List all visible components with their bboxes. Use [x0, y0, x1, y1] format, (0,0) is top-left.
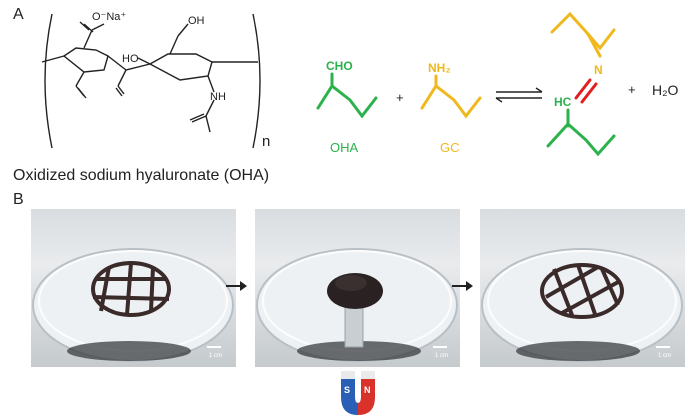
repeat-n: n: [262, 133, 270, 150]
imine-bond-line-1: [574, 78, 592, 100]
reaction-scheme: CHO OHA + NH₂ GC N HC + H₂O: [316, 11, 679, 157]
product-oha-chain: [546, 121, 616, 157]
photo-recovered: 1 cm: [480, 209, 685, 367]
magnet-south-pole: [341, 371, 358, 415]
magnet-north-label: N: [364, 385, 371, 395]
plus-sign-2: +: [628, 82, 636, 97]
arrow-right-1: [226, 281, 247, 291]
oha-label: OHA: [330, 140, 359, 155]
recovered-mesh: [540, 263, 624, 319]
magnet-north-pole: [358, 371, 375, 415]
oha-caption: Oxidized sodium hyaluronate (OHA): [13, 167, 270, 184]
water-label: H₂O: [652, 82, 679, 98]
printed-mesh: [91, 261, 171, 317]
plus-sign-1: +: [396, 90, 404, 105]
magnet-icon: S N: [341, 371, 375, 415]
gc-nh2-group: NH₂: [428, 61, 451, 75]
product-hc-label: HC: [554, 95, 572, 109]
scale-bar-text-1: 1 cm: [209, 353, 222, 359]
gc-chain: [420, 83, 482, 119]
product-gc-chain: [550, 11, 616, 51]
nh-label: NH: [210, 91, 226, 103]
equilibrium-arrows: [495, 87, 543, 103]
imine-bond-line-2: [580, 82, 598, 104]
counterion-label: O⁻Na⁺: [92, 11, 126, 23]
oha-cho-group: CHO: [326, 59, 353, 73]
photo-mesh: 1 cm: [31, 209, 236, 367]
panel-b-label: B: [13, 191, 24, 208]
right-bracket: [252, 13, 261, 149]
left-bracket: [44, 13, 53, 149]
magnet-south-label: S: [344, 385, 350, 395]
product-n-label: N: [594, 63, 603, 77]
arrow-right-2: [452, 281, 473, 291]
panel-a-label: A: [13, 6, 24, 23]
oha-chain: [316, 83, 378, 119]
scale-bar-text-2: 1 cm: [435, 353, 448, 359]
ho-label: HO: [122, 53, 139, 65]
oh-label: OH: [188, 15, 205, 27]
photo-collapsed: 1 cm: [255, 209, 460, 367]
scale-bar-text-3: 1 cm: [658, 353, 671, 359]
gc-label: GC: [440, 140, 460, 155]
oha-structure: O⁻Na⁺ HO OH NH n: [41, 11, 270, 150]
